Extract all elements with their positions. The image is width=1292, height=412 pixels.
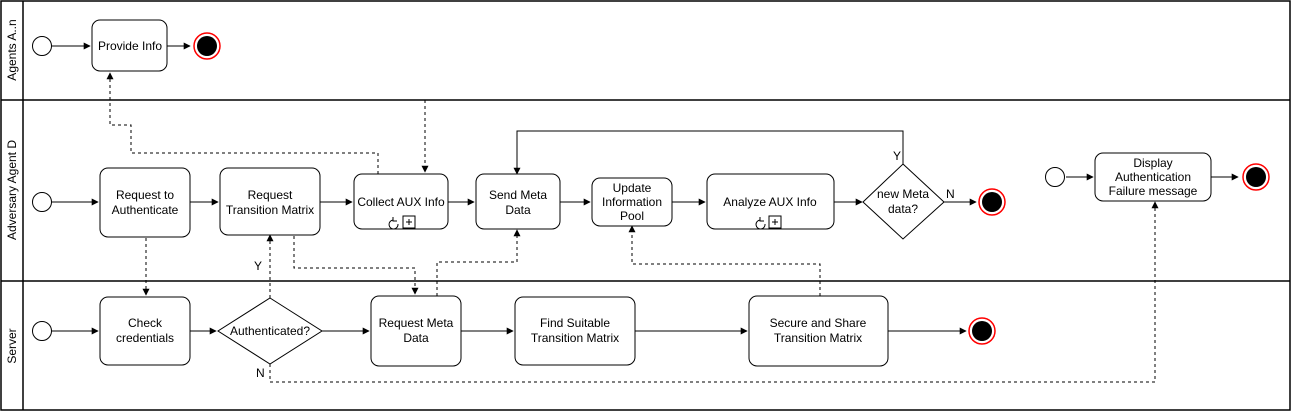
task-label-line-2: Authenticate bbox=[112, 203, 179, 217]
task-label-line-1: Request to bbox=[116, 188, 174, 202]
lane-label-server: Server bbox=[5, 328, 19, 363]
task-label-line-2: Data bbox=[505, 203, 531, 217]
task-label: Collect AUX Info bbox=[357, 195, 445, 209]
task-provide-info: Provide Info bbox=[91, 19, 168, 72]
start-event-adversary-right bbox=[1045, 167, 1065, 187]
edge-label-auth-no: N bbox=[256, 366, 265, 380]
gateway-authenticated: Authenticated? bbox=[217, 297, 323, 365]
task-check-credentials: Check credentials bbox=[99, 296, 191, 366]
task-analyze-aux-info: Analyze AUX Info bbox=[706, 173, 835, 230]
task-label-line-2: Transition Matrix bbox=[774, 331, 862, 345]
edge-label-auth-yes: Y bbox=[254, 259, 262, 273]
lane-label-agents: Agents A..n bbox=[5, 19, 19, 80]
task-label-line-1: Check bbox=[128, 316, 163, 330]
task-send-meta-data: Send Meta Data bbox=[475, 173, 561, 230]
msg-authenticated-no-to-display-failure bbox=[269, 201, 1159, 383]
task-request-to-authenticate: Request to Authenticate bbox=[99, 167, 191, 238]
task-label-line-1: Send Meta bbox=[489, 188, 547, 202]
msg-collect-aux-to-provide-info bbox=[106, 72, 379, 174]
task-label-line-2: Data bbox=[403, 331, 429, 345]
task-find-suitable-transition-matrix: Find Suitable Transition Matrix bbox=[514, 296, 636, 366]
task-label-line-1: Find Suitable bbox=[540, 316, 610, 330]
task-display-authentication-failure: Display Authentication Failure message bbox=[1094, 152, 1212, 202]
task-update-information-pool: Update Information Pool bbox=[591, 177, 673, 227]
gateway-label-line-1: new Meta bbox=[877, 187, 929, 201]
edge-label-new-meta-yes: Y bbox=[893, 149, 901, 163]
task-label-line-2: credentials bbox=[116, 331, 174, 345]
message-flows bbox=[106, 72, 1159, 383]
loop-marker-icon bbox=[388, 217, 399, 230]
gateway-label: Authenticated? bbox=[230, 324, 310, 338]
task-label-line-1: Update bbox=[613, 181, 652, 195]
start-event-agents bbox=[32, 36, 52, 56]
msg-request-meta-to-send-meta bbox=[436, 229, 521, 296]
task-label-line-1: Secure and Share bbox=[770, 316, 867, 330]
task-label-line-2: Information bbox=[602, 195, 662, 209]
loop-marker-icon bbox=[755, 217, 766, 230]
task-label: Analyze AUX Info bbox=[723, 195, 817, 209]
subprocess-expand-icon bbox=[402, 215, 416, 229]
start-event-server bbox=[32, 321, 52, 341]
task-label: Provide Info bbox=[98, 39, 162, 53]
end-event-adversary-right bbox=[1242, 163, 1270, 191]
end-event-agents bbox=[193, 32, 221, 60]
task-label-line-3: Failure message bbox=[1109, 184, 1198, 198]
end-event-server bbox=[968, 317, 996, 345]
task-label-line-2: Authentication bbox=[1115, 170, 1191, 184]
msg-secure-share-to-update-pool bbox=[628, 225, 821, 296]
task-collect-aux-info: Collect AUX Info bbox=[353, 173, 449, 230]
task-label-line-2: Transition Matrix bbox=[226, 203, 314, 217]
solid-edges bbox=[51, 42, 1239, 335]
end-event-adversary bbox=[978, 188, 1006, 216]
edge-label-new-meta-no: N bbox=[946, 187, 955, 201]
msg-request-tm-to-request-meta bbox=[293, 236, 419, 295]
task-label-line-2: Transition Matrix bbox=[531, 331, 619, 345]
lane-label-adversary: Adversary Agent D bbox=[5, 140, 19, 240]
gateway-label-line-2: data? bbox=[888, 202, 918, 216]
task-label-line-1: Request Meta bbox=[379, 316, 454, 330]
task-request-meta-data: Request Meta Data bbox=[370, 295, 462, 367]
task-label-line-1: Display bbox=[1133, 156, 1172, 170]
task-label-line-1: Request bbox=[248, 188, 293, 202]
edge-gateway-yes-to-send-meta bbox=[513, 130, 904, 175]
task-label-line-3: Pool bbox=[620, 209, 644, 223]
task-secure-and-share-transition-matrix: Secure and Share Transition Matrix bbox=[748, 295, 889, 367]
start-event-adversary bbox=[32, 192, 52, 212]
subprocess-expand-icon bbox=[768, 215, 782, 229]
gateway-new-meta-data: new Meta data? bbox=[862, 163, 945, 240]
task-request-transition-matrix: Request Transition Matrix bbox=[219, 167, 321, 236]
